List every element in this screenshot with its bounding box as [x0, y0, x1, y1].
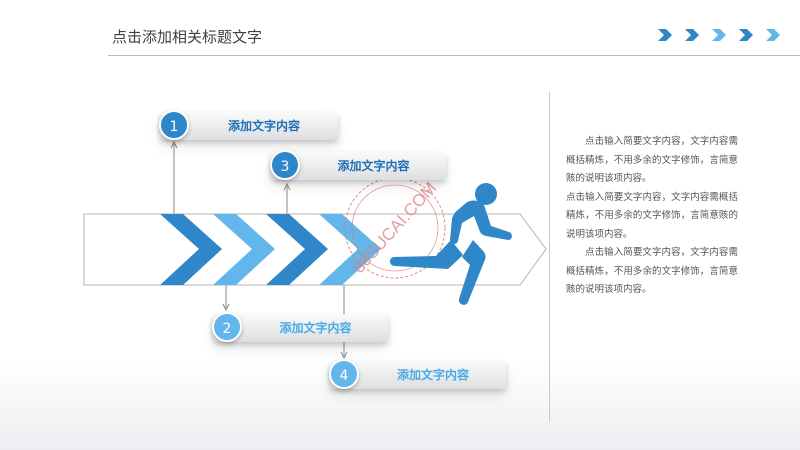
title-divider	[108, 55, 800, 56]
step-number-badge: 2	[212, 312, 242, 342]
connector-arrowhead	[283, 182, 291, 191]
running-person-icon	[389, 183, 512, 305]
arrow-chevron-3	[266, 214, 328, 285]
description-paragraph: 点击输入简要文字内容，文字内容需概括精炼，不用多余的文字修饰，言简意赅的说明该项…	[566, 247, 738, 295]
decorative-chevrons	[658, 29, 780, 41]
step-label: 添加文字内容	[279, 321, 352, 335]
step-number-badge: 4	[329, 359, 359, 389]
step-label: 添加文字内容	[337, 159, 410, 173]
connector-arrowhead	[222, 303, 230, 312]
step-label: 添加文字内容	[227, 119, 300, 133]
description-paragraph: 点击输入简要文字内容，文字内容需概括精炼，不用多余的文字修饰，言简意赅的说明该项…	[566, 191, 738, 240]
vertical-divider	[549, 92, 550, 422]
arrow-chevron-2	[213, 214, 275, 285]
step-card-4[interactable]: 4 添加文字内容	[329, 359, 506, 389]
connector-arrowhead	[340, 351, 348, 360]
step-card-1[interactable]: 1 添加文字内容	[159, 110, 338, 140]
description-paragraph: 点击输入简要文字内容，文字内容需概括精炼，不用多余的文字修饰，言简意赅的说明该项…	[566, 136, 738, 184]
chevron-icon	[712, 29, 726, 41]
chevron-icon	[739, 29, 753, 41]
chevron-icon	[658, 29, 672, 41]
step-number-badge: 1	[159, 110, 189, 140]
step-card-3[interactable]: 3 添加文字内容	[270, 150, 446, 180]
page-title: 点击添加相关标题文字	[112, 28, 263, 46]
chevron-icon	[766, 29, 780, 41]
step-number-badge: 3	[270, 150, 300, 180]
arrow-chevron-1	[160, 214, 222, 285]
step-label: 添加文字内容	[396, 368, 469, 382]
arrow-chevron-4	[319, 214, 381, 285]
connector-arrowhead	[170, 140, 178, 149]
step-card-2[interactable]: 2 添加文字内容	[212, 312, 388, 342]
description-text: 点击输入简要文字内容，文字内容需概括精炼，不用多余的文字修饰，言简意赅的说明该项…	[566, 133, 738, 300]
chevron-icon	[685, 29, 699, 41]
